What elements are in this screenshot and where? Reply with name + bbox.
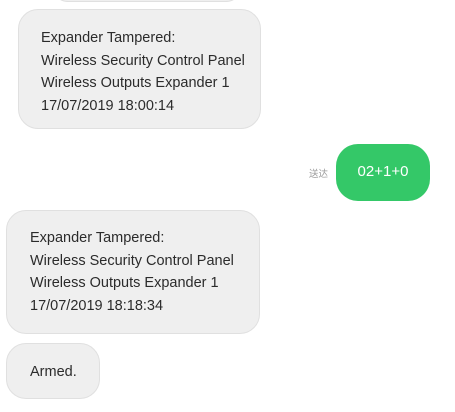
message-text: 02+1+0 <box>357 163 409 181</box>
delivered-status-label: 送达 <box>309 169 329 180</box>
message-line: Wireless Security Control Panel <box>30 252 234 269</box>
previous-message-bubble <box>52 0 242 2</box>
message-line: Wireless Outputs Expander 1 <box>41 75 230 91</box>
message-line: Wireless Security Control Panel <box>41 52 245 69</box>
outgoing-message-bubble[interactable]: 02+1+0 <box>336 144 430 201</box>
message-line: Expander Tampered: <box>41 30 176 46</box>
incoming-message-bubble[interactable]: Armed. <box>6 343 100 399</box>
incoming-message-bubble[interactable]: Expander Tampered: Wireless Security Con… <box>6 210 260 334</box>
message-line: Wireless Outputs Expander 1 <box>30 275 219 291</box>
incoming-message-bubble[interactable]: Expander Tampered: Wireless Security Con… <box>18 9 261 129</box>
message-timestamp: 17/07/2019 18:00:14 <box>41 97 175 114</box>
message-line: Expander Tampered: <box>30 230 165 246</box>
message-timestamp: 17/07/2019 18:18:34 <box>30 297 164 314</box>
message-line: Armed. <box>30 364 77 380</box>
